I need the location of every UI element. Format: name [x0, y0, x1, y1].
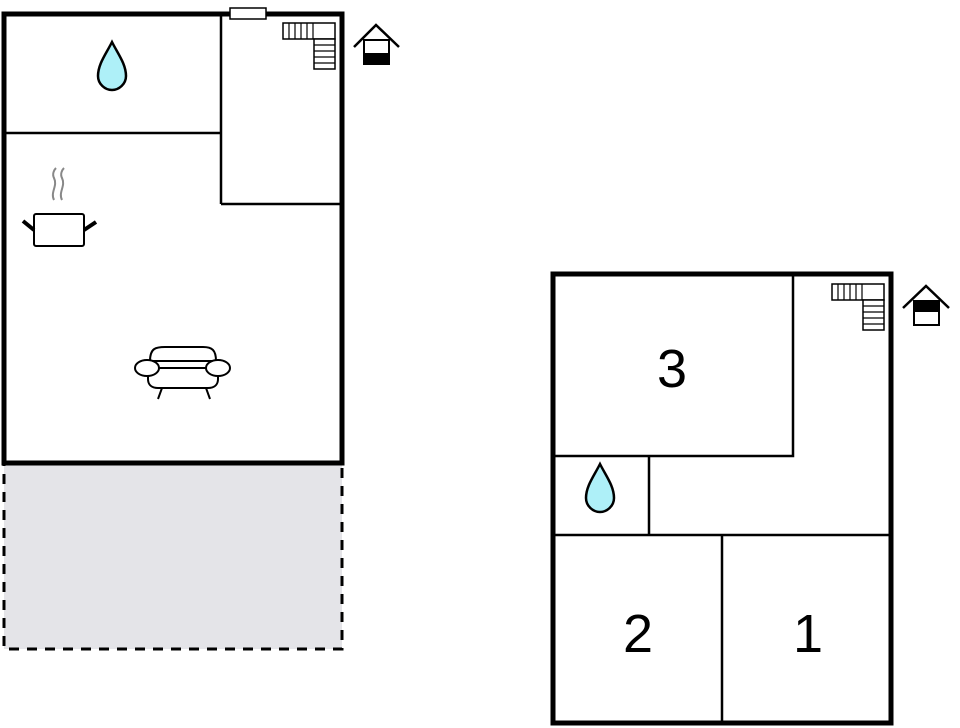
bedroom-1-label: 1 [793, 604, 823, 664]
ground-floor [1, 7, 400, 651]
armchair-icon [134, 346, 231, 400]
house-entrance-icon [353, 23, 400, 65]
cooking-pot-icon [21, 167, 98, 247]
terrace [2, 462, 344, 651]
house-upper-floor-icon [902, 284, 950, 326]
bedroom-3-label: 3 [657, 339, 687, 399]
bedroom-3 [551, 272, 795, 458]
window [229, 7, 267, 20]
upper-floor: 3 2 1 [550, 271, 950, 726]
bedroom-2-label: 2 [623, 604, 653, 664]
